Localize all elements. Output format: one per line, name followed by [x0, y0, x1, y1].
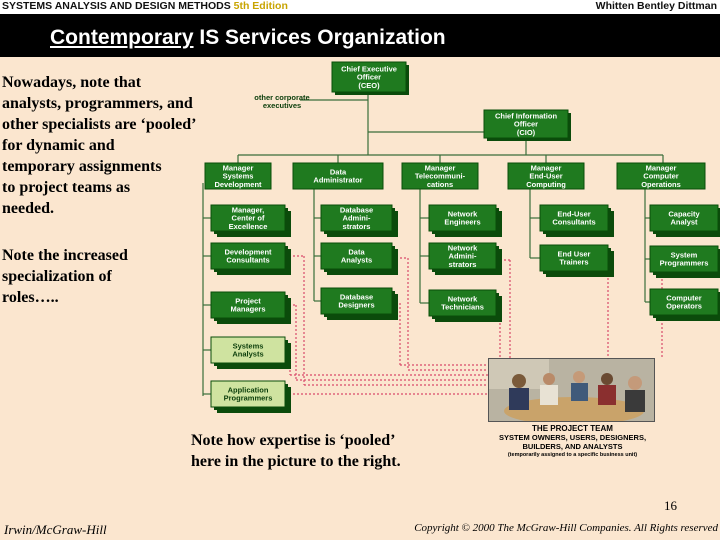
- project-team-line3: BUILDERS, AND ANALYSTS: [485, 442, 660, 451]
- box-staff-5-2-label-2: Programmers: [660, 259, 709, 268]
- box-manager-4-label-3: Computing: [526, 180, 566, 189]
- box-staff-5-3-label-2: Operators: [666, 302, 702, 311]
- box-staff-1-2-label-2: Consultants: [226, 256, 269, 265]
- project-team-line2: SYSTEM OWNERS, USERS, DESIGNERS,: [485, 433, 660, 442]
- other-executives-line-2: executives: [263, 101, 301, 110]
- paragraph-pooled-line-4: for dynamic and: [2, 135, 197, 156]
- box-staff-2-1-label-3: strators: [343, 222, 371, 231]
- project-team-caption: THE PROJECT TEAM SYSTEM OWNERS, USERS, D…: [485, 424, 660, 460]
- publisher: Irwin/McGraw-Hill: [4, 522, 107, 538]
- box-ceo-label-3: (CEO): [358, 81, 380, 90]
- paragraph-specialization-line-3: roles…..: [2, 287, 128, 308]
- box-staff-1-1-label-3: Excellence: [229, 222, 268, 231]
- box-manager-3-label-3: cations: [427, 180, 453, 189]
- box-staff-1-3-label-2: Managers: [230, 305, 265, 314]
- paragraph-pooled-line-1: Nowadays, note that: [2, 72, 197, 93]
- box-staff-2-3-label-2: Designers: [338, 301, 374, 310]
- paragraph-pooled-line-6: to project teams as: [2, 177, 197, 198]
- box-staff-1-5: ApplicationProgrammers: [211, 381, 291, 413]
- paragraph-pooled-line-5: temporary assignments: [2, 156, 197, 177]
- page-number: 16: [664, 498, 677, 514]
- box-staff-2-2-label-2: Analysts: [341, 256, 372, 265]
- box-manager-2-label-2: Administrator: [313, 176, 362, 185]
- box-ceo: Chief ExecutiveOfficer(CEO): [332, 62, 409, 95]
- paragraph-specialization-line-1: Note the increased: [2, 245, 128, 266]
- box-staff-3-3-label-2: Technicians: [441, 303, 484, 312]
- project-team-line4: (temporarily assigned to a specific busi…: [485, 451, 660, 460]
- paragraph-specialization-line-2: specialization of: [2, 266, 128, 287]
- project-team-title: THE PROJECT TEAM: [485, 424, 660, 433]
- box-manager-1-label-3: Development: [214, 180, 262, 189]
- box-staff-3-3: NetworkTechnicians: [429, 290, 502, 322]
- paragraph-pooled-line-3: other specialists are ‘pooled’: [2, 114, 197, 135]
- box-cio-label-3: (CIO): [517, 128, 536, 137]
- box-staff-1-2: DevelopmentConsultants: [211, 243, 291, 275]
- box-staff-5-1-label-2: Analyst: [670, 218, 698, 227]
- paragraph-pooled-line-2: analysts, programmers, and: [2, 93, 197, 114]
- box-staff-1-5-label-2: Programmers: [224, 394, 273, 403]
- note-pooled-expertise: Note how expertise is ‘pooled’here in th…: [191, 430, 401, 472]
- note-line-1: Note how expertise is ‘pooled’: [191, 430, 401, 451]
- box-staff-3-2-label-3: strators: [449, 260, 477, 269]
- box-staff-1-4-label-2: Analysts: [232, 350, 263, 359]
- copyright: Copyright © 2000 The McGraw-Hill Compani…: [414, 522, 718, 534]
- box-staff-4-1-label-2: Consultants: [552, 218, 595, 227]
- note-line-2: here in the picture to the right.: [191, 451, 401, 472]
- box-manager-5-label-3: Operations: [641, 180, 681, 189]
- box-staff-3-1-label-2: Engineers: [444, 218, 480, 227]
- paragraph-pooled-line-7: needed.: [2, 198, 197, 219]
- project-team-photo: [488, 358, 655, 422]
- box-staff-4-2-label-2: Trainers: [559, 258, 588, 267]
